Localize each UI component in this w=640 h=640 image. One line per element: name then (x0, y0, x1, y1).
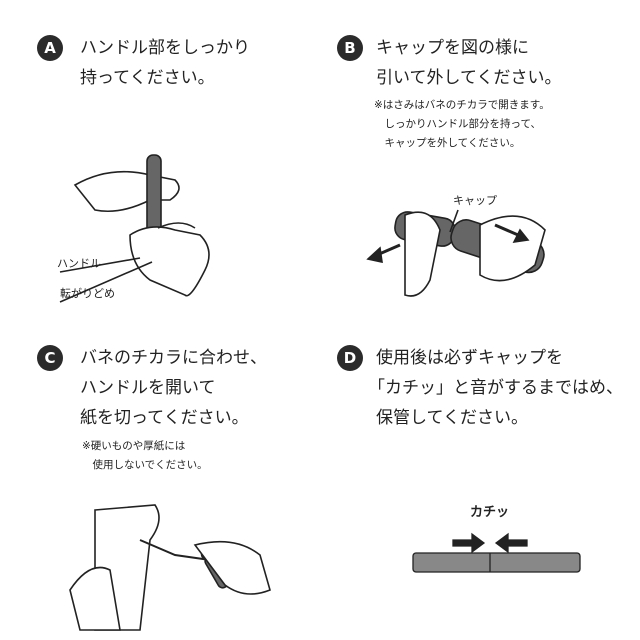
hands-holding-handle-illustration (59, 154, 210, 303)
step-b-instruction: キャップを図の様に引いて外してください。 (376, 33, 561, 93)
note-line: しっかりハンドル部分を持って、 (374, 118, 541, 130)
instruction-line: 持ってください。 (80, 68, 215, 88)
step-a-instruction: ハンドル部をしっかり持ってください。 (80, 33, 250, 93)
instruction-line: ハンドルを開いて (80, 378, 216, 398)
instruction-line: 使用後は必ずキャップを (376, 348, 563, 368)
arrow-left-icon (494, 532, 528, 554)
instruction-line: 保管してください。 (376, 408, 528, 428)
cutting-paper-illustration (69, 504, 271, 631)
note-line: キャップを外してください。 (374, 137, 521, 149)
note-line: ※はさみはバネのチカラで開きます。 (374, 99, 550, 111)
instruction-line: 引いて外してください。 (376, 68, 562, 88)
step-d-badge: D (337, 345, 363, 371)
step-c-badge: C (37, 345, 63, 371)
step-a-badge: A (37, 35, 63, 61)
note-line: 使用しないでください。 (82, 459, 208, 471)
removing-cap-illustration (366, 209, 546, 297)
instruction-line: 紙を切ってください。 (80, 408, 249, 428)
handle-label: ハンドル (57, 257, 101, 270)
instruction-line: 「カチッ」と音がするまではめ、 (368, 378, 623, 398)
arrow-right-icon (452, 532, 486, 554)
step-b-note: ※はさみはバネのチカラで開きます。 しっかりハンドル部分を持って、 キャップを外… (374, 96, 550, 153)
instruction-line: バネのチカラに合わせ、 (80, 348, 267, 368)
step-d-instruction: 使用後は必ずキャップを「カチッ」と音がするまではめ、保管してください。 (368, 343, 623, 433)
capped-scissors-illustration (412, 532, 581, 573)
note-line: ※硬いものや厚紙には (82, 440, 186, 452)
step-c-instruction: バネのチカラに合わせ、ハンドルを開いて紙を切ってください。 (80, 343, 267, 433)
instruction-line: キャップを図の様に (376, 38, 529, 58)
step-c-note: ※硬いものや厚紙には 使用しないでください。 (82, 437, 208, 475)
instruction-line: ハンドル部をしっかり (80, 38, 250, 58)
closed-scissors (412, 552, 581, 573)
step-b-badge: B (337, 35, 363, 61)
cap-label: キャップ (453, 194, 497, 207)
anti-roll-label: 転がりどめ (60, 287, 115, 300)
click-sound-label: カチッ (470, 505, 510, 520)
